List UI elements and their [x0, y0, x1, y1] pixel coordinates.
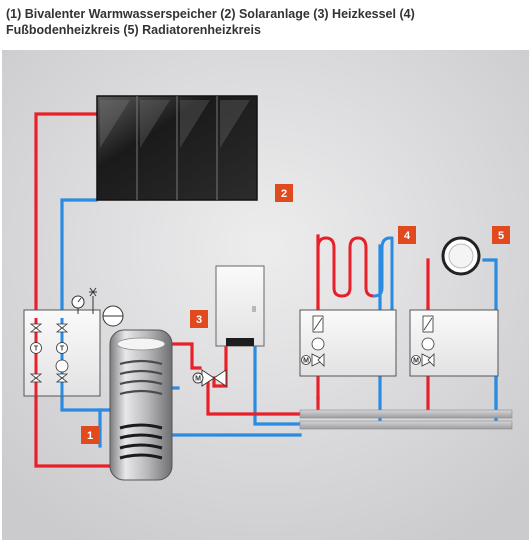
radiator-heating-station: M: [409, 309, 499, 377]
distribution-manifold: [299, 409, 513, 430]
label-tag-1: 1: [81, 426, 99, 444]
floor-valve-motor-label: M: [303, 358, 309, 365]
radiator-valve-motor-label: M: [413, 358, 419, 365]
solar-pump-icon: [55, 359, 69, 373]
safety-valve-icon: [89, 287, 97, 314]
thermometer-left-label: T: [34, 346, 39, 353]
label-tag-4: 4: [398, 226, 416, 244]
expansion-vessel-icon: [102, 305, 124, 327]
radiator-pump-icon: [421, 337, 435, 351]
underfloor-heating-station: M: [299, 309, 397, 377]
floor-heating-pump-icon: [311, 337, 325, 351]
diagram-background: [2, 50, 529, 540]
label-tag-3-text: 3: [196, 314, 202, 326]
boiler-valve-motor-label: M: [195, 376, 201, 383]
label-tag-3: 3: [190, 310, 208, 328]
boiler: [215, 265, 265, 347]
solar-station: T T: [23, 309, 101, 397]
label-tag-2: 2: [275, 184, 293, 202]
diagram-caption: (1) Bivalenter Warmwasserspeicher (2) So…: [6, 7, 415, 37]
radiator-icon: [441, 236, 481, 276]
label-tag-5-text: 5: [498, 230, 504, 242]
label-tag-4-text: 4: [404, 230, 411, 242]
pressure-gauge-icon: [71, 295, 85, 314]
label-tag-2-text: 2: [281, 188, 287, 200]
label-tag-5: 5: [492, 226, 510, 244]
heating-system-diagram: T T: [0, 48, 531, 542]
solar-collector: [96, 95, 258, 201]
hot-water-storage-tank: [109, 329, 173, 481]
label-tag-1-text: 1: [87, 430, 93, 442]
thermometer-right-label: T: [60, 346, 65, 353]
underfloor-heating-coil: [316, 236, 394, 312]
boiler-motor-valve-icon: M: [192, 369, 227, 387]
